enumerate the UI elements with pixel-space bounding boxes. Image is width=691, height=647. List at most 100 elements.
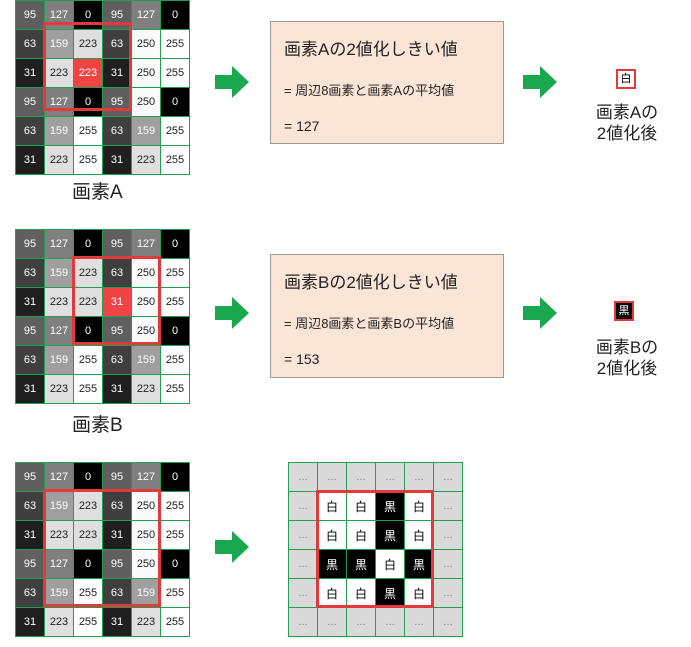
- binary-cell: 黒: [317, 549, 347, 579]
- grid-c-cell: 250: [131, 549, 161, 579]
- ellipsis-cell: …: [433, 578, 463, 608]
- grid-c-cell: 223: [44, 520, 74, 550]
- ellipsis-cell: …: [433, 491, 463, 521]
- binary-result-grid: …………………白白黒白……白白黒白……黒黒白黒……白白黒白…………………: [288, 462, 463, 637]
- grid-a-cell: 63: [102, 116, 132, 146]
- grid-a-cell: 0: [73, 87, 103, 117]
- grid-b-cell: 31: [102, 374, 132, 404]
- ellipsis-cell: …: [433, 549, 463, 579]
- grid-a-cell: 0: [73, 0, 103, 30]
- binary-cell: 黒: [375, 520, 405, 550]
- grid-b-cell: 95: [102, 316, 132, 346]
- grid-c-cell: 127: [44, 462, 74, 492]
- ellipsis-cell: …: [288, 578, 318, 608]
- grid-b-cell: 250: [131, 316, 161, 346]
- grid-c-cell: 250: [131, 520, 161, 550]
- grid-c-cell: 255: [160, 491, 190, 521]
- arrow-right-icon: [215, 66, 249, 98]
- binary-row: …黒黒白黒…: [288, 549, 463, 579]
- grid-c-cell: 0: [160, 462, 190, 492]
- grid-a-cell: 0: [160, 87, 190, 117]
- grid-c-cell: 255: [160, 520, 190, 550]
- ellipsis-cell: …: [404, 607, 434, 637]
- grid-b-cell: 95: [15, 229, 45, 259]
- grid-c-cell: 63: [15, 578, 45, 608]
- result-pixel-a: 白: [616, 69, 636, 89]
- grid-c-cell: 255: [160, 578, 190, 608]
- grid-b-cell: 159: [44, 345, 74, 375]
- grid-b-cell: 127: [131, 229, 161, 259]
- grid-a-cell: 31: [102, 145, 132, 175]
- result-label-b-line1: 画素Bの: [595, 338, 659, 357]
- grid-a-cell: 0: [160, 0, 190, 30]
- grid-a-cell: 63: [102, 29, 132, 59]
- grid-a-cell: 255: [73, 116, 103, 146]
- grid-a-cell: 95: [102, 87, 132, 117]
- grid-b-cell: 31: [15, 374, 45, 404]
- binary-cell: 白: [346, 578, 376, 608]
- result-label-a-line1: 画素Aの: [595, 103, 659, 122]
- caption-pixel-a: 画素A: [72, 182, 123, 203]
- grid-a-cell: 250: [131, 58, 161, 88]
- grid-c-cell: 223: [73, 491, 103, 521]
- grid-b-cell: 0: [160, 316, 190, 346]
- ellipsis-cell: …: [346, 607, 376, 637]
- binary-cell: 黒: [375, 491, 405, 521]
- ellipsis-cell: …: [288, 462, 318, 492]
- grid-b-cell: 95: [102, 229, 132, 259]
- grid-b-cell: 255: [160, 287, 190, 317]
- grid-b-cell: 255: [73, 374, 103, 404]
- binary-cell: 白: [375, 549, 405, 579]
- grid-a-cell: 95: [15, 87, 45, 117]
- grid-a-cell: 159: [44, 29, 74, 59]
- ellipsis-cell: …: [404, 462, 434, 492]
- grid-a-cell: 255: [73, 145, 103, 175]
- binary-cell: 黒: [375, 578, 405, 608]
- binary-cell: 白: [404, 491, 434, 521]
- grid-c-cell: 255: [73, 607, 103, 637]
- ellipsis-cell: …: [433, 607, 463, 637]
- grid-c-cell: 31: [102, 607, 132, 637]
- ellipsis-cell: …: [317, 462, 347, 492]
- binary-cell: 白: [346, 520, 376, 550]
- grid-c-cell: 95: [102, 549, 132, 579]
- arrow-right-icon: [215, 531, 249, 563]
- grid-b-cell: 0: [73, 316, 103, 346]
- binary-cell: 白: [346, 491, 376, 521]
- arrow-right-icon: [523, 297, 557, 329]
- grid-b-cell: 223: [131, 374, 161, 404]
- grid-a-cell: 159: [44, 116, 74, 146]
- grid-b-cell: 63: [15, 258, 45, 288]
- grid-c-cell: 250: [131, 491, 161, 521]
- grid-c-cell: 31: [15, 520, 45, 550]
- grid-c-cell: 31: [15, 607, 45, 637]
- ellipsis-cell: …: [433, 520, 463, 550]
- grid-b-cell: 31: [15, 287, 45, 317]
- grid-a-cell: 63: [15, 116, 45, 146]
- grid-a-cell: 95: [102, 0, 132, 30]
- grid-b-cell: 223: [44, 374, 74, 404]
- grid-b-cell: 0: [160, 229, 190, 259]
- grid-c-cell: 223: [44, 607, 74, 637]
- grid-c-cell: 255: [73, 578, 103, 608]
- ellipsis-cell: …: [288, 607, 318, 637]
- arrow-right-icon: [215, 297, 249, 329]
- grid-b-cell: 255: [73, 345, 103, 375]
- threshold-value-b: = 153: [284, 351, 320, 367]
- grid-a-cell: 255: [160, 58, 190, 88]
- result-label-a: 画素Aの 2値化後: [582, 102, 672, 144]
- threshold-title-b: 画素Bの2値化しきい値: [284, 273, 458, 292]
- grid-c-cell: 95: [15, 462, 45, 492]
- binary-row: ………………: [288, 607, 463, 637]
